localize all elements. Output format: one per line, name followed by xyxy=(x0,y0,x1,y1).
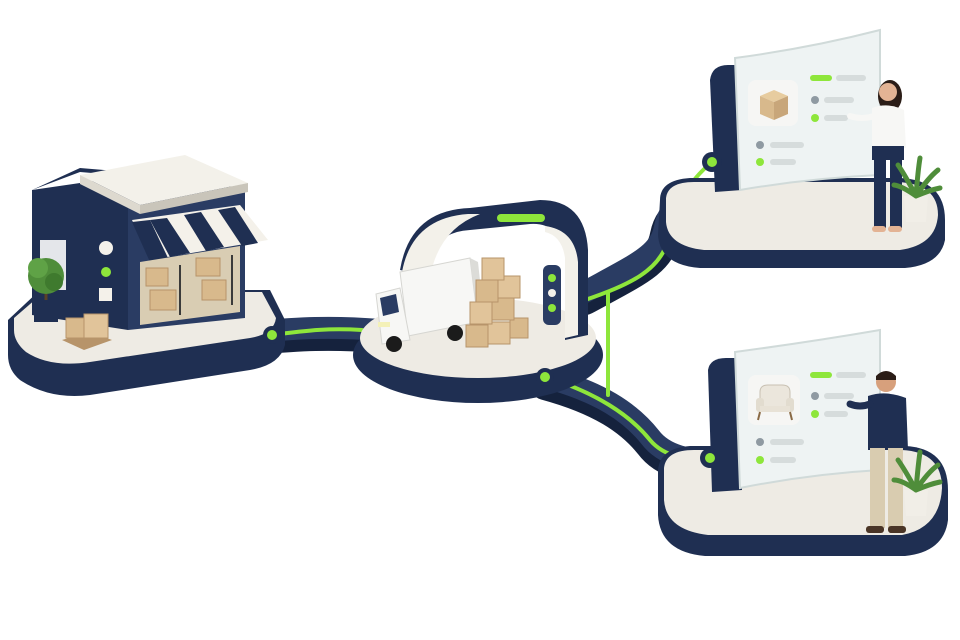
top-screen-dot-3 xyxy=(756,141,764,149)
delivery-hub-node xyxy=(353,200,603,403)
interior-boxes xyxy=(145,255,233,315)
bottom-screen-bar-1 xyxy=(810,372,832,378)
top-screen-dot-4 xyxy=(756,158,764,166)
top-screen-dot-2 xyxy=(811,114,819,122)
storefront-roof-panel xyxy=(80,155,248,205)
scanner-light-bar xyxy=(497,214,545,222)
bottom-screen-dot-2 xyxy=(811,410,819,418)
top-platform-top xyxy=(666,182,938,250)
tree-icon xyxy=(28,258,64,322)
armchair-icon xyxy=(756,384,794,421)
box-stack xyxy=(465,257,529,348)
plant-icon xyxy=(891,449,943,516)
top-screen-bar-1 xyxy=(810,75,832,81)
product-screen-box-node xyxy=(658,28,945,268)
woman-figure xyxy=(847,80,906,232)
pallet-boxes xyxy=(62,313,112,350)
indicator-light-white xyxy=(99,241,113,255)
truck-wheel-rear xyxy=(447,325,463,341)
indicator-light-green xyxy=(101,267,111,277)
man-figure xyxy=(846,371,908,533)
bottom-screen-dot-1 xyxy=(811,392,819,400)
plant-icon xyxy=(891,155,943,222)
box-icon xyxy=(760,90,788,120)
bottom-screen-dot-3 xyxy=(756,438,764,446)
product-screen-chair-node xyxy=(658,328,948,556)
truck-wheel-front xyxy=(386,336,402,352)
awning xyxy=(132,205,268,262)
top-screen-dot-1 xyxy=(811,96,819,104)
indicator-square xyxy=(99,288,112,301)
bottom-screen-dot-4 xyxy=(756,456,764,464)
storefront-node xyxy=(8,155,285,396)
